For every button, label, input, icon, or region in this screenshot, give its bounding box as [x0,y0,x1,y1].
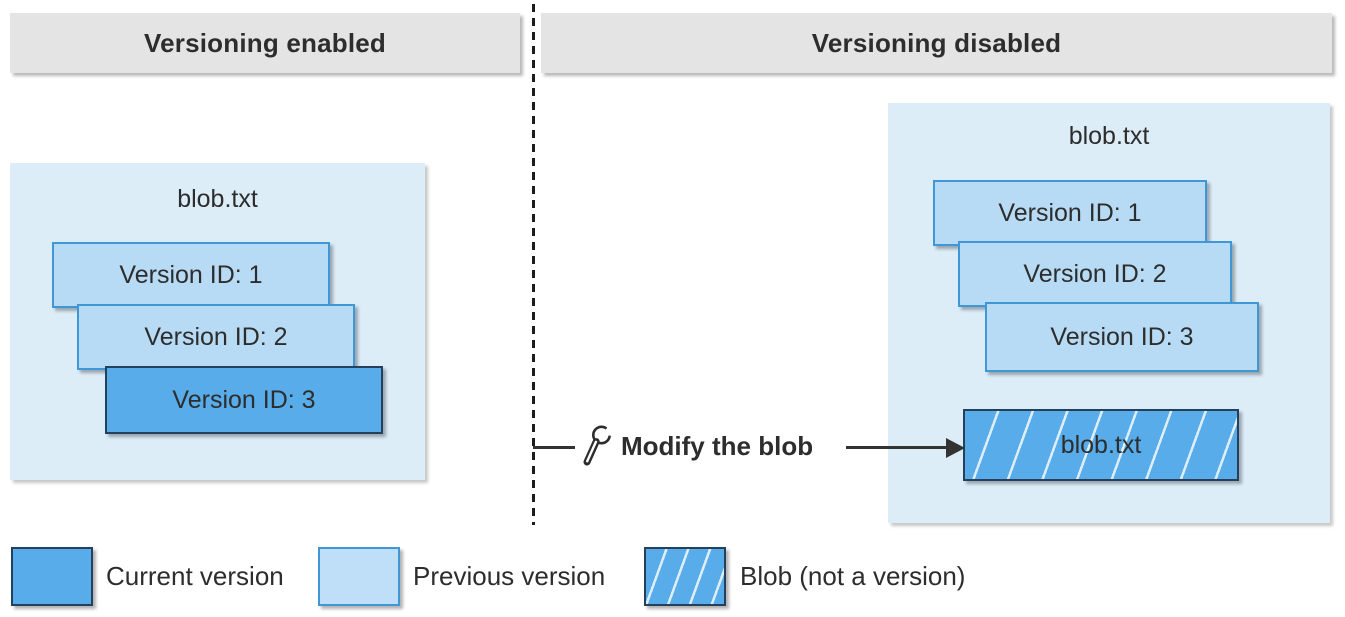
blob-title: blob.txt [177,185,258,213]
version-box-label: Version ID: 1 [119,260,263,289]
version-box-label: Version ID: 3 [172,385,316,414]
wrench-icon [583,424,614,466]
current-version-swatch [11,547,93,606]
header-versioning-disabled-label: Versioning disabled [811,27,1062,58]
version-box-3: Version ID: 3 [985,302,1259,372]
current-version-label: Current version [106,561,284,591]
header-versioning-disabled: Versioning disabled [541,13,1332,73]
header-versioning-enabled-label: Versioning enabled [144,27,386,58]
version-box-2: Version ID: 2 [77,304,355,370]
blob-box-label: blob.txt [1060,430,1142,459]
panel-divider-dashed-line [532,4,535,525]
version-box-2: Version ID: 2 [958,241,1232,307]
version-box-3-current: Version ID: 3 [105,366,383,434]
version-box-label: Version ID: 1 [998,198,1142,227]
modify-arrow-line [846,446,947,449]
blob-not-a-version-swatch [644,547,726,606]
blob-not-a-version-label: Blob (not a version) [740,561,966,591]
blob-container-enabled: blob.txt Version ID: 1 Version ID: 2 Ver… [10,163,425,480]
previous-version-swatch [318,547,400,606]
previous-version-label: Previous version [413,561,606,591]
divider-to-wrench-line [533,446,575,449]
blob-title: blob.txt [1068,122,1150,150]
blob-container-disabled: blob.txt Version ID: 1 Version ID: 2 Ver… [888,103,1330,523]
blob-not-a-version-box: blob.txt [963,409,1239,481]
version-box-1: Version ID: 1 [933,180,1207,246]
header-versioning-enabled: Versioning enabled [10,13,520,73]
modify-the-blob-label: Modify the blob [621,431,814,461]
version-box-1: Version ID: 1 [52,242,330,308]
version-box-label: Version ID: 2 [1023,259,1167,288]
modify-arrow-head [946,438,965,458]
version-box-label: Version ID: 2 [144,322,288,351]
version-box-label: Version ID: 3 [1050,322,1194,351]
